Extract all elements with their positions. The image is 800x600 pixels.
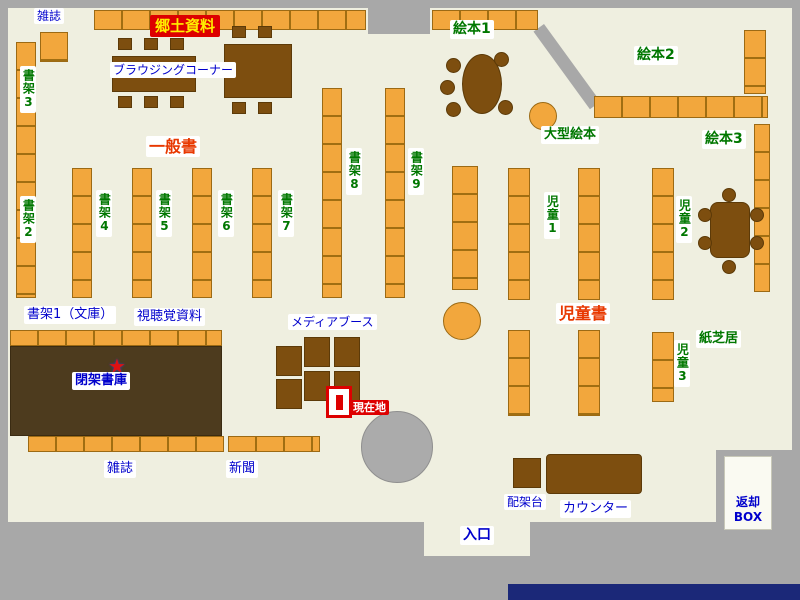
label-shelf-8: 書架8 [346, 148, 363, 195]
label-audiovisual: 視聴覚資料 [134, 308, 206, 326]
shelf-7-unit [252, 168, 272, 298]
shelf-picture-books-2 [594, 96, 768, 118]
shelf-topright-corner [744, 30, 766, 94]
current-location-booth [326, 386, 352, 418]
label-shelf-7: 書架7 [278, 190, 295, 237]
label-browsing-corner: ブラウジングコーナー [110, 62, 237, 79]
label-counter: カウンター [560, 500, 632, 518]
label-children-2: 児童2 [676, 196, 693, 243]
chair [498, 100, 513, 115]
chair [698, 236, 712, 250]
media-booth-unit [304, 337, 330, 367]
counter-desk [546, 454, 642, 494]
label-media-booth: メディアブース [288, 314, 377, 331]
label-shelf-3: 書架3 [20, 66, 37, 113]
label-current-location: 現在地 [350, 400, 389, 416]
chair [258, 102, 272, 114]
shelf-children-lower-3 [652, 332, 674, 402]
chair [170, 96, 184, 108]
chair [118, 96, 132, 108]
star-icon: ★ [108, 354, 126, 378]
chair [494, 52, 509, 67]
label-children-3: 児童3 [674, 340, 691, 387]
shelf-children-lower-2 [578, 330, 600, 416]
chair [750, 208, 764, 222]
label-picture-books-3: 絵本3 [702, 130, 746, 149]
shelf-9-unit [385, 88, 405, 298]
media-booth-unit [334, 337, 360, 367]
media-booth-unit [304, 371, 330, 401]
label-shelf-5: 書架5 [156, 190, 173, 237]
shelf-6-unit [192, 168, 212, 298]
chair [446, 102, 461, 117]
shelf-children-lower-1 [508, 330, 530, 416]
shelf-children-2 [578, 168, 600, 300]
label-picture-books-2: 絵本2 [634, 46, 678, 65]
shelf-top-wall-west [94, 10, 366, 30]
label-children-books: 児童書 [556, 303, 611, 325]
chair [258, 26, 272, 38]
shelf-4-unit [72, 168, 92, 298]
label-general-books: 一般書 [146, 136, 201, 158]
label-shelf-1-bunko: 書架1（文庫） [24, 306, 117, 324]
media-booth-unit [276, 346, 302, 376]
chair [170, 38, 184, 50]
chair [440, 80, 455, 95]
chair [722, 188, 736, 202]
chair [232, 26, 246, 38]
return-box-line2: BOX [733, 510, 763, 524]
shelf-children-3 [652, 168, 674, 300]
shelf-children-1 [508, 168, 530, 300]
label-large-picture-books: 大型絵本 [541, 126, 600, 144]
shelf-audiovisual-strip [10, 330, 222, 346]
shelf-center-unit [452, 166, 478, 290]
label-newspapers: 新聞 [226, 460, 259, 478]
return-box-room: 返却 BOX [724, 456, 772, 530]
chair [118, 38, 132, 50]
shelf-magazines-strip [28, 436, 224, 452]
chair [722, 260, 736, 274]
label-shelf-9: 書架9 [408, 148, 425, 195]
label-closed-stacks: 閉架書庫 [72, 372, 131, 390]
label-entrance: 入口 [460, 526, 494, 545]
media-booth-unit [276, 379, 302, 409]
chair [698, 208, 712, 222]
shelf-topleft-small [40, 32, 68, 62]
top-center-wall-block [368, 8, 430, 34]
label-sorting-table: 配架台 [504, 494, 547, 511]
chair [144, 96, 158, 108]
chair [144, 38, 158, 50]
large-picture-books-stand [529, 102, 557, 130]
shelf-8-unit [322, 88, 342, 298]
pillar [361, 411, 433, 483]
sorting-table-unit [513, 458, 541, 488]
children-reading-table [710, 202, 750, 258]
shelf-5-unit [132, 168, 152, 298]
label-picture-books-1: 絵本1 [450, 20, 494, 39]
label-children-1: 児童1 [544, 192, 561, 239]
return-box-label: 返却 BOX [725, 495, 771, 525]
label-shelf-4: 書架4 [96, 190, 113, 237]
footer-bar [508, 584, 800, 600]
label-shelf-2: 書架2 [20, 196, 37, 243]
label-kamishibai: 紙芝居 [696, 330, 742, 348]
shelf-newspapers-strip [228, 436, 320, 452]
chair [750, 236, 764, 250]
round-table-center [443, 302, 481, 340]
label-magazines-top: 雑誌 [34, 8, 65, 25]
current-location-marker [336, 395, 343, 410]
chair [446, 58, 461, 73]
label-shelf-6: 書架6 [218, 190, 235, 237]
chair [232, 102, 246, 114]
label-local-materials: 郷土資料 [150, 15, 221, 37]
label-magazines-bottom: 雑誌 [104, 460, 137, 478]
closed-stacks-area [10, 346, 222, 436]
return-box-line1: 返却 [735, 495, 760, 509]
